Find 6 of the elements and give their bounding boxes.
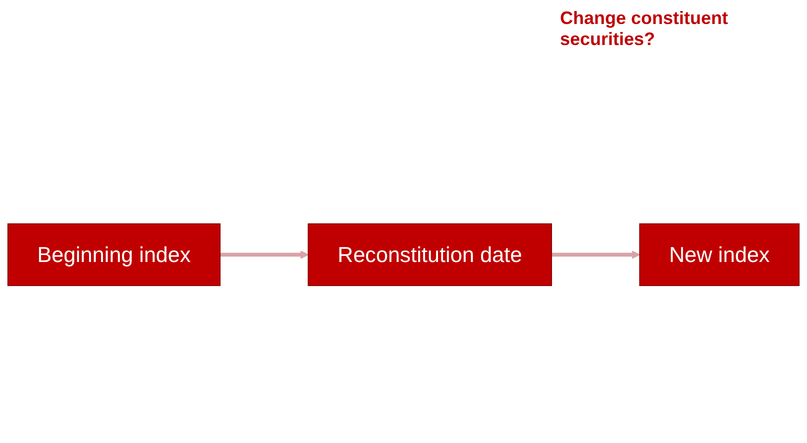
note-text: Change constituent securities? xyxy=(560,8,730,50)
node-box: New index xyxy=(639,224,800,286)
arrow xyxy=(220,250,309,260)
node-box: Beginning index xyxy=(7,224,221,286)
arrow xyxy=(552,250,640,260)
node-box: Reconstitution date xyxy=(308,224,552,286)
